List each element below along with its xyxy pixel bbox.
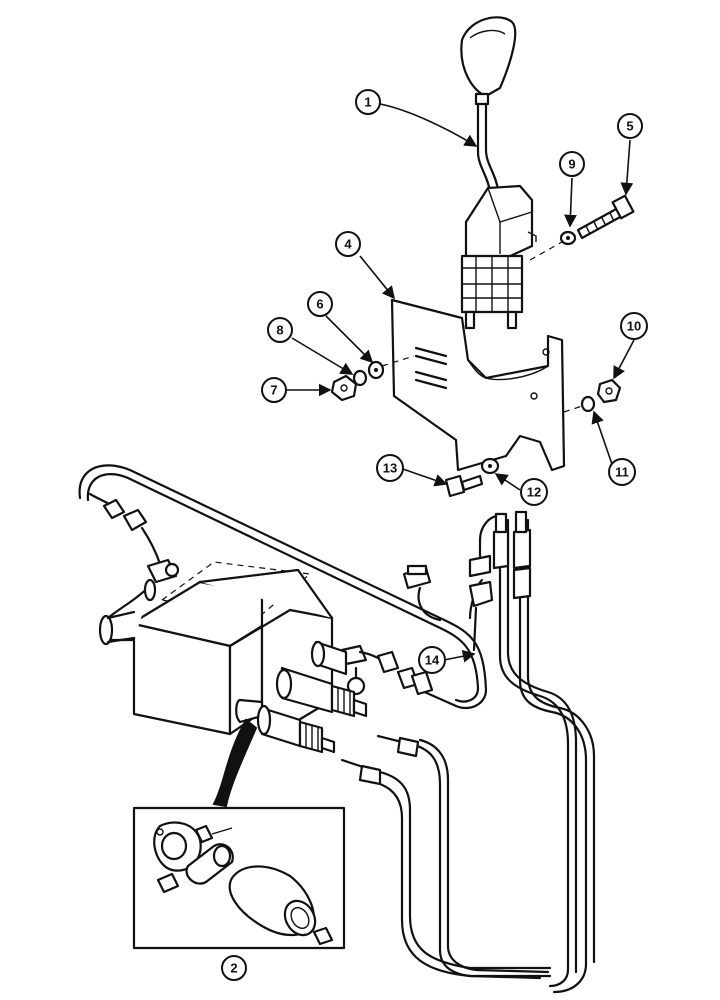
svg-text:2: 2 (230, 961, 237, 976)
callout-8: 8 (267, 317, 293, 343)
svg-text:8: 8 (276, 323, 283, 338)
callout-2: 2 (221, 955, 247, 981)
fitting-upper (275, 666, 368, 718)
washer-12 (480, 457, 500, 475)
cable-1 (376, 734, 550, 980)
fitting-lower (235, 698, 336, 754)
callout-1: 1 (355, 89, 381, 115)
svg-text:4: 4 (344, 237, 352, 252)
shift-lever (460, 16, 517, 194)
valve-body (98, 561, 348, 736)
svg-text:11: 11 (615, 465, 629, 480)
callout-12: 12 (520, 478, 548, 506)
inset-box (132, 806, 346, 950)
cable-2 (340, 758, 552, 978)
wiring-harness (78, 464, 500, 710)
washer-11 (580, 395, 596, 413)
washer-6 (367, 360, 385, 380)
callout-11: 11 (608, 458, 636, 486)
callout-5: 5 (617, 113, 643, 139)
mounting-bracket (390, 298, 566, 472)
washer-9 (559, 230, 577, 246)
callout-9: 9 (559, 151, 585, 177)
svg-text:10: 10 (627, 319, 641, 334)
svg-text:5: 5 (626, 119, 633, 134)
inset-pointer (212, 718, 258, 808)
leader-lines (286, 103, 635, 663)
callout-7: 7 (261, 377, 287, 403)
svg-text:13: 13 (383, 461, 397, 476)
shift-switch-housing (460, 184, 537, 330)
svg-text:6: 6 (316, 297, 323, 312)
callout-6: 6 (307, 291, 333, 317)
nut-7 (330, 374, 358, 402)
svg-text:14: 14 (425, 653, 440, 668)
svg-text:12: 12 (527, 485, 541, 500)
svg-text:7: 7 (270, 383, 277, 398)
svg-text:9: 9 (568, 157, 575, 172)
callout-4: 4 (335, 231, 361, 257)
washer-8 (352, 369, 368, 387)
bolt-5 (576, 194, 635, 240)
svg-text:1: 1 (364, 95, 371, 110)
callout-10: 10 (620, 312, 648, 340)
callout-13: 13 (376, 454, 404, 482)
cable-3 (492, 510, 596, 994)
bolt-13 (444, 474, 484, 498)
callout-14: 14 (418, 646, 446, 674)
nut-10 (596, 378, 622, 404)
